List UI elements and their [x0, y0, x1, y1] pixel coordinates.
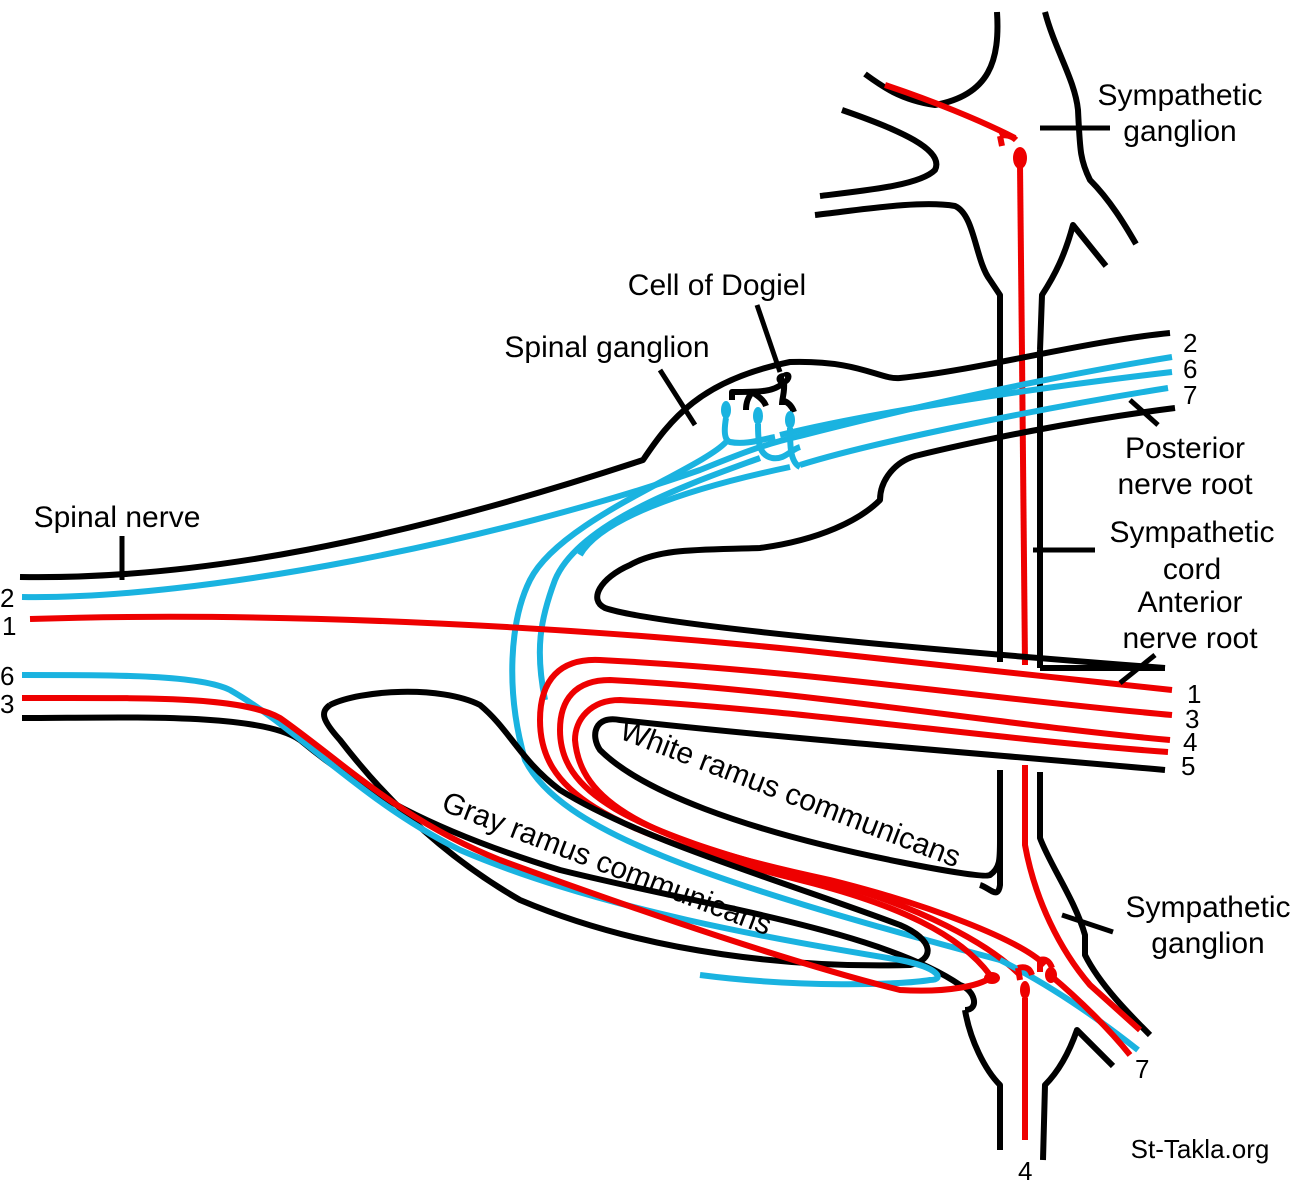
label-cell-of-dogiel: Cell of Dogiel	[628, 269, 806, 302]
anterior-root-outline	[592, 665, 1166, 879]
label-sympathetic-cord-1: Sympathetic	[1109, 516, 1274, 549]
label-sympathetic-cord-2: cord	[1163, 553, 1221, 586]
posterior-root-fibers	[21, 354, 1173, 601]
fiber-number-cord-4: 4	[1018, 1156, 1032, 1184]
label-spinal-nerve: Spinal nerve	[34, 501, 201, 534]
spinal-ganglion-outline	[19, 330, 1176, 671]
label-sympathetic-ganglion-top-2: ganglion	[1123, 115, 1236, 148]
label-spinal-ganglion: Spinal ganglion	[504, 331, 709, 364]
fiber-number-posterior-2: 2	[1183, 328, 1197, 358]
fiber-number-anterior-1: 1	[1187, 679, 1201, 709]
fiber-number-anterior-4: 4	[1183, 727, 1197, 757]
label-sympathetic-ganglion-bottom-2: ganglion	[1151, 927, 1264, 960]
leader-sympathetic-ganglion-bottom	[1061, 912, 1114, 935]
fiber-number-anterior-5: 5	[1181, 751, 1195, 781]
fiber-number-spinal-3: 3	[0, 689, 14, 719]
fiber-number-spinal-1: 1	[2, 611, 16, 641]
label-posterior-root-1: Posterior	[1125, 432, 1245, 465]
leader-spinal-ganglion	[657, 368, 698, 427]
sympathetic-ganglion-bottom-cells	[984, 956, 1057, 1140]
fiber-number-ganglion-7: 7	[1135, 1054, 1149, 1084]
leader-anterior-root	[1118, 653, 1157, 685]
fiber-number-spinal-2: 2	[0, 583, 14, 613]
gray-ramus-fibers	[21, 672, 992, 994]
fiber-number-spinal-6: 6	[0, 661, 14, 691]
label-anterior-root-1: Anterior	[1137, 586, 1242, 619]
sympathetic-ganglion-top-fiber	[884, 82, 1027, 356]
fiber-number-posterior-7: 7	[1183, 380, 1197, 410]
watermark: St-Takla.org	[1131, 1134, 1270, 1164]
anterior-root-fibers	[29, 613, 1173, 978]
sympathetic-cord	[978, 350, 1153, 1038]
cell-of-dogiel	[729, 371, 797, 414]
leader-posterior-root	[1128, 398, 1160, 427]
fiber-number-posterior-6: 6	[1183, 354, 1197, 384]
label-posterior-root-2: nerve root	[1117, 468, 1253, 501]
fiber-number-anterior-3: 3	[1185, 704, 1199, 734]
spinal-ganglion-cells	[509, 401, 1001, 963]
sympathetic-ganglion-top-outline	[814, 11, 1139, 355]
label-anterior-root-2: nerve root	[1122, 622, 1258, 655]
leader-cell-of-dogiel	[754, 304, 783, 373]
label-sympathetic-ganglion-top-1: Sympathetic	[1097, 79, 1262, 112]
label-sympathetic-ganglion-bottom-1: Sympathetic	[1125, 891, 1290, 924]
